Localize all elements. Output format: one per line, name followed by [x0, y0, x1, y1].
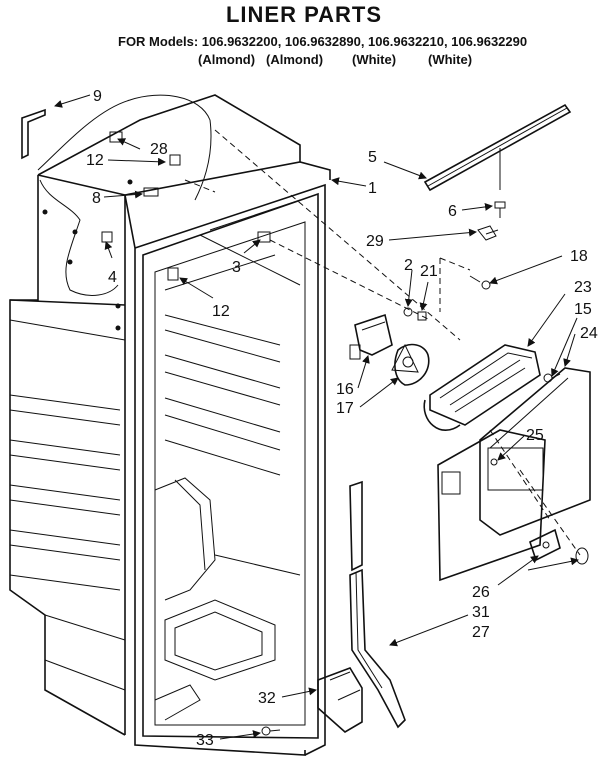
part-6-screw [494, 201, 506, 218]
callout-6: 6 [448, 203, 457, 220]
callout-33: 33 [196, 732, 214, 749]
shelf-rails [164, 234, 301, 476]
callout-labels: 9 28 12 8 4 3 12 1 5 6 29 18 2 21 23 15 … [86, 88, 598, 749]
part-18-screw [469, 275, 491, 290]
variant-label-3: (White) [352, 52, 397, 67]
leader-lines [54, 94, 579, 740]
callout-4: 4 [108, 269, 117, 286]
diagram-title: LINER PARTS [225, 2, 383, 27]
part-25-screw [490, 458, 498, 466]
part-31-duct [349, 480, 406, 729]
assembly-lines [184, 129, 581, 556]
callout-1: 1 [368, 180, 377, 197]
callout-23: 23 [574, 279, 592, 296]
lower-compartment [154, 477, 301, 721]
models-line: FOR Models: 106.9632200, 106.9632890, 10… [118, 34, 528, 49]
callout-15: 15 [574, 301, 592, 318]
part-9-bracket [21, 108, 46, 160]
variant-label-4: (White) [428, 52, 473, 67]
lower-panel [437, 429, 546, 582]
callout-32: 32 [258, 690, 276, 707]
callout-25: 25 [526, 427, 544, 444]
part-26-bracket [529, 528, 561, 562]
part-24-cover [479, 367, 591, 536]
part-33-screw [261, 726, 281, 736]
callout-24: 24 [580, 325, 598, 342]
callout-12-upper: 12 [86, 152, 104, 169]
variant-label-2: (Almond) [266, 52, 324, 67]
liner-cabinet [9, 94, 331, 756]
callout-26: 26 [472, 584, 490, 601]
part-29-clip [477, 225, 499, 241]
upper-hardware [42, 131, 271, 331]
fan-motor-assembly [349, 307, 430, 386]
callout-28: 28 [150, 141, 168, 158]
callout-17: 17 [336, 400, 354, 417]
callout-9: 9 [93, 88, 102, 105]
callout-27: 27 [472, 624, 490, 641]
callout-31: 31 [472, 604, 490, 621]
callout-29: 29 [366, 233, 384, 250]
part-5-trim-strip [423, 103, 572, 192]
callout-21: 21 [420, 263, 438, 280]
callout-18: 18 [570, 248, 588, 265]
variant-label-1: (Almond) [198, 52, 256, 67]
part-27-plug [575, 547, 589, 565]
callout-3: 3 [232, 259, 241, 276]
part-23-fan-shroud [423, 344, 541, 431]
part-32-housing [317, 667, 363, 733]
callout-12-lower: 12 [212, 303, 230, 320]
callout-8: 8 [92, 190, 101, 207]
callout-2: 2 [404, 257, 413, 274]
callout-16: 16 [336, 381, 354, 398]
callout-5: 5 [368, 149, 377, 166]
